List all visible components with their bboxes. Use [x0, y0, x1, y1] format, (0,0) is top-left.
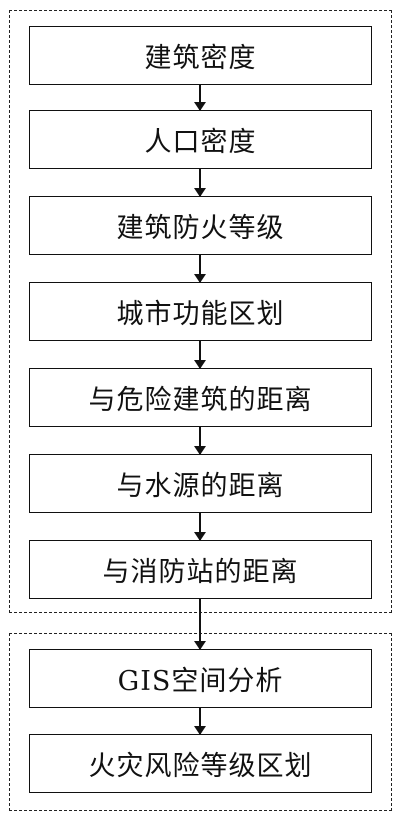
- step-urban-functional-zoning: 城市功能区划: [29, 282, 372, 341]
- step-fire-risk-zoning: 火灾风险等级区划: [29, 734, 372, 793]
- arrow-down-3: [194, 255, 206, 283]
- step-building-density: 建筑密度: [29, 26, 372, 85]
- arrow-down-6: [194, 513, 206, 541]
- arrow-down-2: [194, 169, 206, 197]
- arrow-down-5: [194, 427, 206, 455]
- arrow-down-8: [194, 708, 206, 735]
- arrow-down-1: [194, 85, 206, 111]
- step-population-density: 人口密度: [29, 110, 372, 169]
- arrow-down-4: [194, 341, 206, 369]
- step-distance-to-fire-station: 与消防站的距离: [29, 540, 372, 599]
- step-distance-to-water-source: 与水源的距离: [29, 454, 372, 513]
- step-gis-spatial-analysis: GIS空间分析: [29, 649, 372, 708]
- arrow-down-between-groups: [194, 599, 206, 650]
- step-building-fire-rating: 建筑防火等级: [29, 196, 372, 255]
- step-distance-to-hazardous-buildings: 与危险建筑的距离: [29, 368, 372, 427]
